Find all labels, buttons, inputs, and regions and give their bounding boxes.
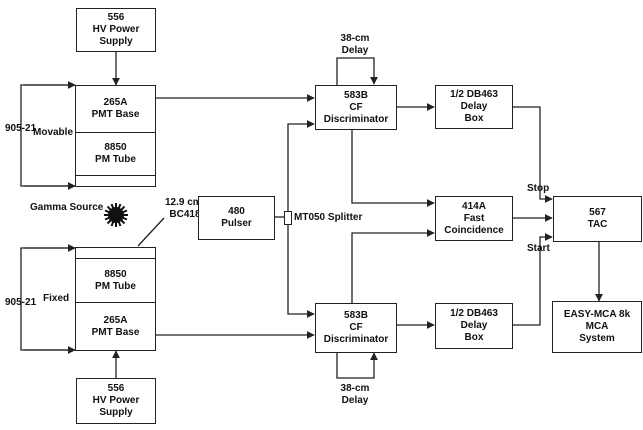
pm-tube-top: 8850 PM Tube	[75, 132, 156, 176]
fixed-label: Fixed	[43, 293, 70, 304]
pulser-box: 480 Pulser	[198, 196, 275, 240]
scintillator-name: BC418	[169, 209, 201, 220]
tac-box: 567 TAC	[553, 196, 642, 242]
wire-splitter-to-cfd-bot	[287, 225, 315, 318]
delay-cable-label-top: 38-cm Delay	[340, 33, 370, 56]
hv-power-supply-top: 556 HV Power Supply	[76, 8, 156, 52]
stage-label-top: 905-21	[5, 123, 37, 134]
gamma-source-icon	[104, 203, 128, 227]
gamma-source-label: Gamma Source	[30, 202, 104, 213]
scint-pointer	[137, 217, 165, 247]
pm-tube-bottom: 8850 PM Tube	[75, 258, 156, 303]
wire-delay-top-to-tac-stop	[513, 106, 553, 203]
delay-box-top: 1/2 DB463 Delay Box	[435, 85, 513, 129]
wire-cfd-bot-to-coinc	[351, 229, 435, 303]
delay-box-bottom: 1/2 DB463 Delay Box	[435, 303, 513, 349]
delay-loop-bot	[336, 352, 378, 379]
wire-delay-bot-to-tac-start	[513, 233, 553, 326]
movable-label: Movable	[33, 127, 74, 138]
wire-splitter-to-cfd-top	[287, 120, 315, 211]
cf-discriminator-bottom: 583B CF Discriminator	[315, 303, 397, 353]
splitter-symbol	[284, 211, 292, 225]
splitter-label: MT050 Splitter	[294, 212, 363, 223]
pmt-base-top: 265A PMT Base	[75, 85, 156, 133]
fast-coincidence-box: 414A Fast Coincidence	[435, 196, 513, 241]
cf-discriminator-top: 583B CF Discriminator	[315, 85, 397, 130]
scintillator-top	[75, 175, 156, 187]
hv-power-supply-bottom: 556 HV Power Supply	[76, 378, 156, 424]
delay-loop-top	[336, 57, 378, 85]
mca-system-box: EASY-MCA 8k MCA System	[552, 301, 642, 353]
stop-label: Stop	[527, 183, 550, 194]
wire-cfd-top-to-coinc	[351, 130, 435, 207]
start-label: Start	[527, 243, 550, 254]
pmt-base-bottom: 265A PMT Base	[75, 302, 156, 351]
stage-label-bottom: 905-21	[5, 297, 37, 308]
delay-cable-label-bottom: 38-cm Delay	[340, 383, 370, 406]
